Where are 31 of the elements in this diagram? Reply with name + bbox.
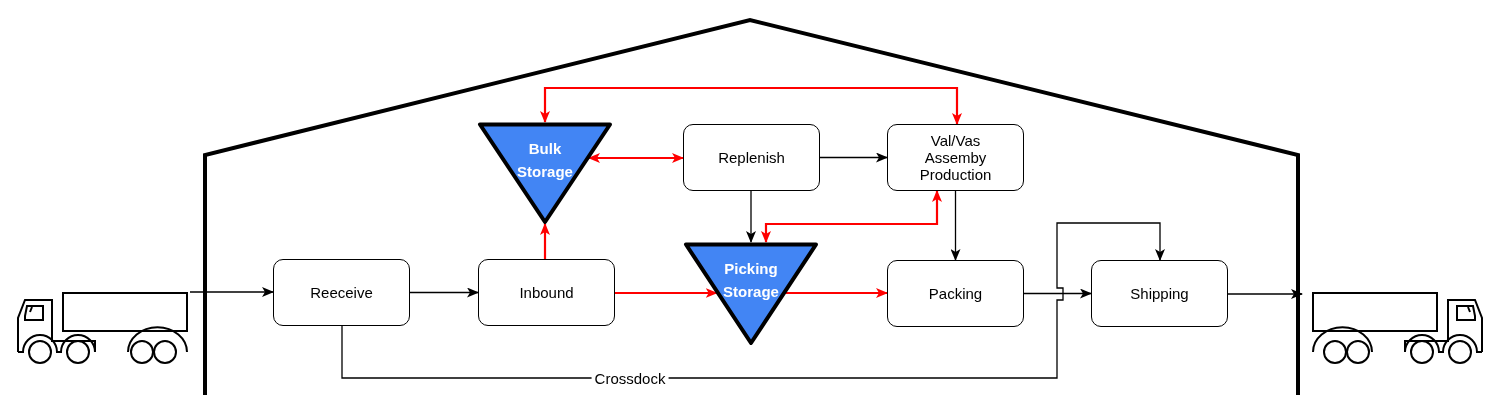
storage-triangle [683,242,819,345]
arrow [409,287,479,298]
arrow [1023,288,1092,299]
process-box [1091,260,1228,327]
arrow [588,153,684,163]
process-box [887,260,1024,327]
arrow [341,222,1165,379]
arrow [819,152,888,163]
arrow [189,287,274,297]
arrow [950,190,961,261]
node-label: Val/Vas Assemby Production [918,132,993,183]
node-label: Bulk Storage [516,139,574,182]
arrow [746,190,756,243]
arrow [540,223,550,259]
arrow [615,288,718,298]
truck-drawing [15,290,190,365]
arrow [1227,289,1303,299]
node-label: Picking Storage [722,259,780,302]
arrow [540,86,962,125]
arrow [761,190,942,243]
node-label: Packing [928,285,983,302]
process-box [478,259,615,326]
storage-triangle [477,122,613,224]
process-box [683,124,820,191]
node-label: Replenish [718,149,785,166]
node-label: Reeceive [310,284,373,301]
node-label: Inbound [519,284,574,301]
process-box [887,124,1024,191]
arrow [785,288,888,298]
node-label: Shipping [1130,285,1189,302]
process-box [273,259,410,326]
